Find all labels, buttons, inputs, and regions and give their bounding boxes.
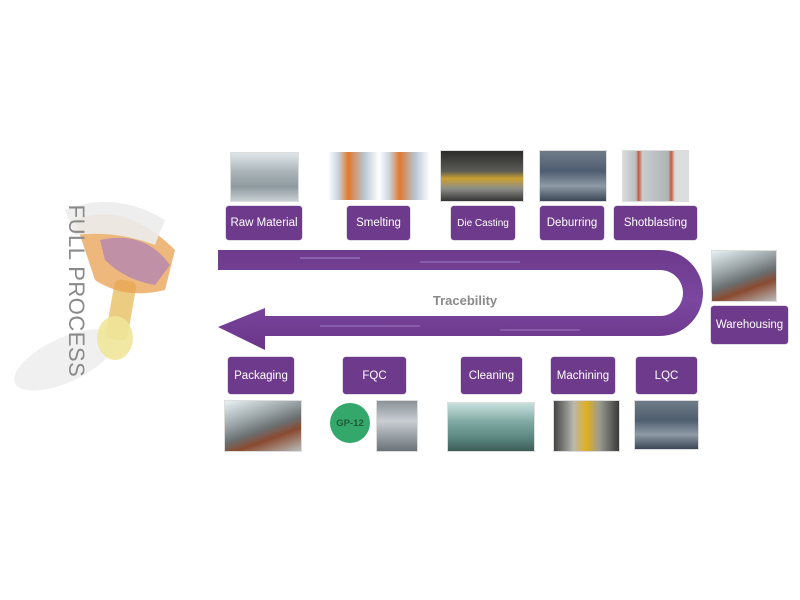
die-casting-photo	[440, 150, 524, 202]
raw-material-photo	[230, 152, 299, 202]
fqc-photo	[376, 400, 418, 452]
gp-12-badge: GP-12	[330, 403, 370, 443]
packaging-photo	[224, 400, 302, 452]
cleaning-photo	[447, 402, 535, 452]
step-deburring: Deburring	[540, 206, 604, 240]
deburring-photo	[539, 150, 607, 202]
step-smelting: Smelting	[347, 206, 410, 240]
step-packaging: Packaging	[228, 357, 294, 394]
step-raw-material: Raw Material	[226, 206, 302, 240]
warehousing-photo	[711, 250, 777, 302]
casting-part-illustration	[14, 202, 175, 391]
step-machining: Machining	[551, 357, 615, 394]
smelting-photo	[328, 152, 430, 200]
step-lqc: LQC	[636, 357, 697, 394]
step-shotblasting: Shotblasting	[614, 206, 697, 240]
shotblasting-photo	[622, 150, 689, 202]
step-cleaning: Cleaning	[461, 357, 522, 394]
step-die-casting: Die Casting	[451, 206, 515, 240]
traceability-label: Tracebility	[432, 293, 498, 308]
step-warehousing: Warehousing	[711, 306, 788, 344]
machining-photo	[553, 400, 620, 452]
lqc-photo	[634, 400, 699, 450]
step-fqc: FQC	[343, 357, 406, 394]
